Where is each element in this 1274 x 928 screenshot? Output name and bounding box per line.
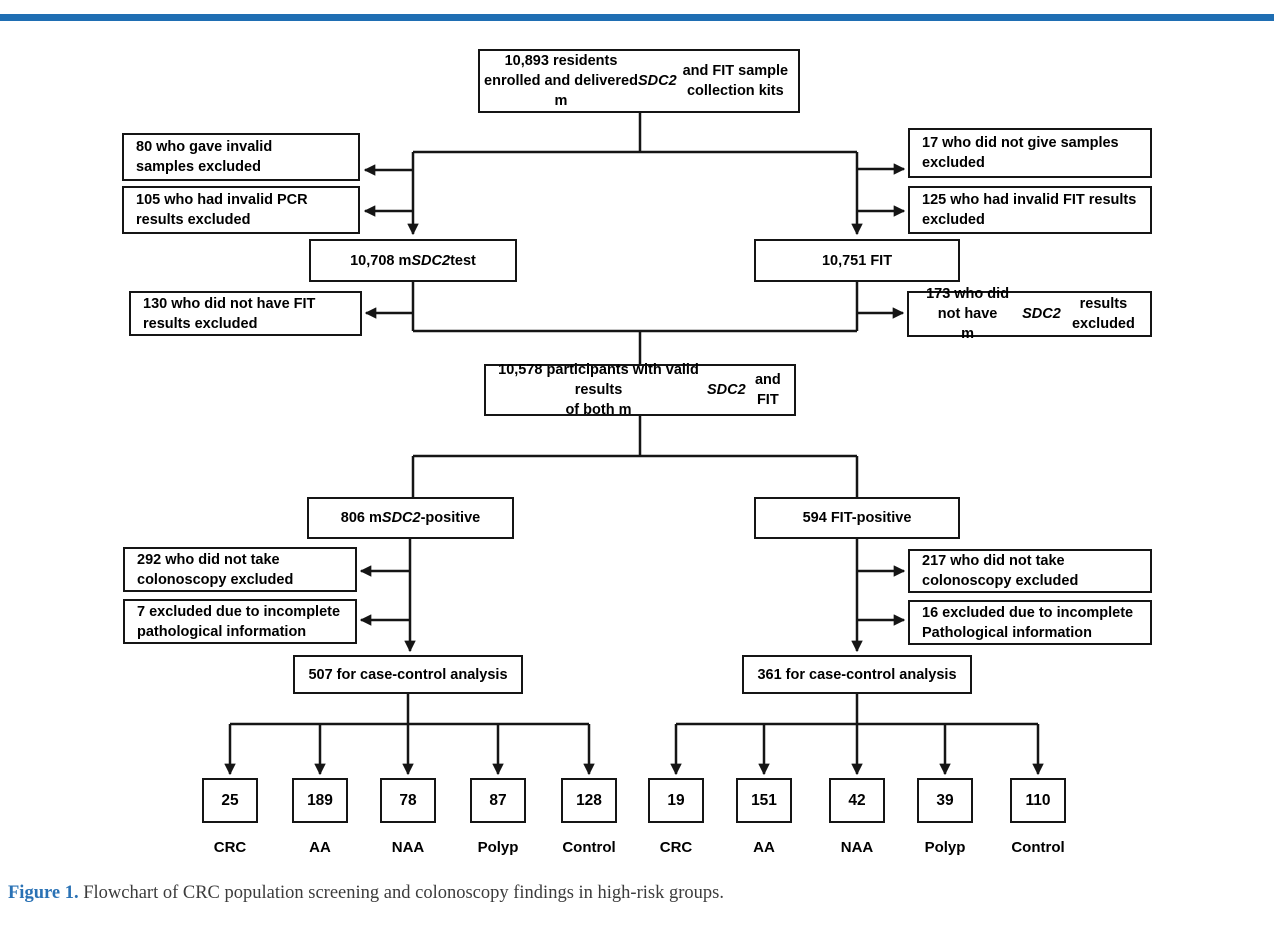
node-excluded-invalid-fit: 125 who had invalid FIT results excluded [908,186,1152,234]
group-label-crc-right: CRC [659,839,693,856]
count-box-crc-right: 19 [648,778,704,823]
count-box-crc-left: 25 [202,778,258,823]
node-fit-test: 10,751 FIT [754,239,960,282]
count-box-polyp-left: 87 [470,778,526,823]
node-excluded-no-colonoscopy-left: 292 who did not take colonoscopy exclude… [123,547,357,592]
node-fit-positive: 594 FIT-positive [754,497,960,539]
group-label-polyp-left: Polyp [477,839,519,856]
figure-caption-text: Flowchart of CRC population screening an… [83,883,724,903]
count-box-control-left: 128 [561,778,617,823]
count-box-naa-right: 42 [829,778,885,823]
group-label-aa-left: AA [309,839,331,856]
group-label-control-left: Control [562,839,616,856]
group-label-naa-right: NAA [840,839,874,856]
count-box-aa-right: 151 [736,778,792,823]
node-excluded-no-colonoscopy-right: 217 who did not take colonoscopy exclude… [908,549,1152,593]
node-excluded-no-fit-results: 130 who did not have FIT results exclude… [129,291,362,336]
count-box-aa-left: 189 [292,778,348,823]
count-box-control-right: 110 [1010,778,1066,823]
top-rule [0,14,1274,21]
node-excluded-incomplete-pathology-left: 7 excluded due to incomplete pathologica… [123,599,357,644]
node-case-control-right: 361 for case-control analysis [742,655,972,694]
group-label-crc-left: CRC [213,839,247,856]
group-label-control-right: Control [1011,839,1065,856]
node-excluded-incomplete-pathology-right: 16 excluded due to incomplete Pathologic… [908,600,1152,645]
group-label-naa-left: NAA [391,839,425,856]
node-valid-both: 10,578 participants with valid results o… [484,362,796,418]
figure-caption-label: Figure 1. [8,883,79,903]
figure-caption: Figure 1. Flowchart of CRC population sc… [8,883,724,904]
node-enrolled: 10,893 residents enrolled and delivered … [478,49,800,113]
node-excluded-invalid-samples: 80 who gave invalid samples excluded [122,133,360,181]
node-case-control-left: 507 for case-control analysis [293,655,523,694]
count-box-polyp-right: 39 [917,778,973,823]
node-excluded-invalid-pcr: 105 who had invalid PCR results excluded [122,186,360,234]
group-label-polyp-right: Polyp [924,839,966,856]
group-label-aa-right: AA [753,839,775,856]
count-box-naa-left: 78 [380,778,436,823]
node-excluded-no-samples: 17 who did not give samples excluded [908,128,1152,178]
